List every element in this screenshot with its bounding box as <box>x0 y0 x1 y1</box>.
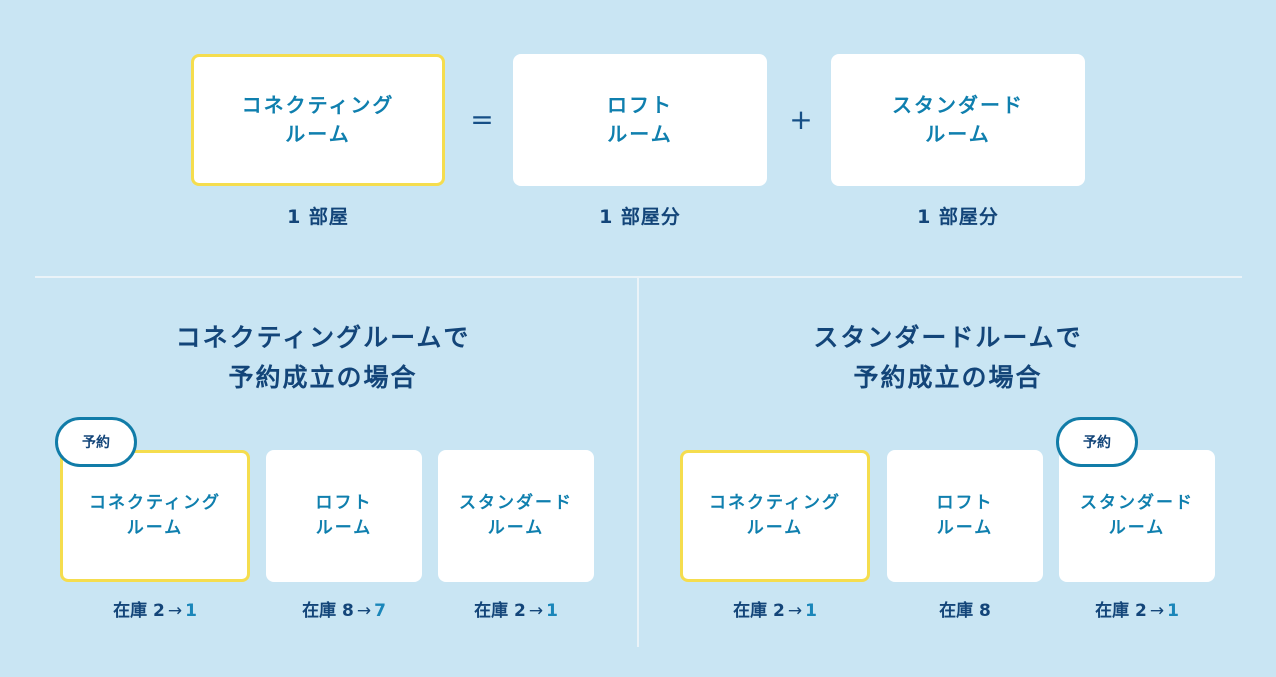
stock-change: 在庫 2→1 <box>60 596 250 621</box>
arrow-right-icon: → <box>787 601 803 621</box>
card-label-line1: ロフト <box>936 493 994 514</box>
stock-after: 1 <box>546 601 558 621</box>
stock-before: 在庫 2 <box>113 601 165 621</box>
loft-room-caption: 1 部屋分 <box>599 206 681 228</box>
section-title-line1: スタンダードルームで <box>813 323 1083 352</box>
standard-room-card: スタンダード ルーム <box>831 54 1085 186</box>
card-label-line2: ルーム <box>315 518 373 538</box>
stock-unchanged: 在庫 8 <box>887 596 1043 621</box>
loft-room-card: ロフト ルーム <box>266 450 422 582</box>
stock-after: 1 <box>185 601 197 621</box>
equals-sign: = <box>470 103 494 136</box>
stock-after: 1 <box>805 601 817 621</box>
card-label-line2: ルーム <box>607 122 673 146</box>
card-label-line1: コネクティング <box>89 493 221 514</box>
card-label-line1: スタンダード <box>459 493 573 514</box>
stock-before: 在庫 8 <box>939 601 991 621</box>
arrow-right-icon: → <box>1149 601 1165 621</box>
card-label-line1: コネクティング <box>709 493 841 514</box>
standard-room-card: スタンダード ルーム <box>438 450 594 582</box>
stock-before: 在庫 2 <box>474 601 526 621</box>
stock-after: 7 <box>374 601 386 621</box>
loft-room-card: ロフト ルーム <box>513 54 767 186</box>
loft-room-card: ロフト ルーム <box>887 450 1043 582</box>
section-title-line2: 予約成立の場合 <box>228 363 418 392</box>
card-label-line1: スタンダード <box>892 93 1024 117</box>
card-label-line2: ルーム <box>126 518 184 538</box>
reserved-badge: 予約 <box>55 417 137 467</box>
card-label-line1: ロフト <box>315 493 373 514</box>
card-label-line1: ロフト <box>607 93 673 117</box>
plus-sign: + <box>789 103 813 136</box>
reserved-badge: 予約 <box>1056 417 1138 467</box>
stock-after: 1 <box>1167 601 1179 621</box>
stock-before: 在庫 8 <box>302 601 354 621</box>
stock-change: 在庫 8→7 <box>266 596 422 621</box>
arrow-right-icon: → <box>167 601 183 621</box>
stock-change: 在庫 2→1 <box>680 596 870 621</box>
card-label-line2: ルーム <box>925 122 991 146</box>
card-label-line1: コネクティング <box>241 93 395 117</box>
vertical-divider <box>637 277 639 647</box>
connecting-room-card: コネクティング ルーム <box>60 450 250 582</box>
section-title-connecting: コネクティングルームで 予約成立の場合 <box>43 318 603 398</box>
standard-room-caption: 1 部屋分 <box>917 206 999 228</box>
connecting-room-card: コネクティング ルーム <box>680 450 870 582</box>
card-label-line2: ルーム <box>1108 518 1166 538</box>
card-label-line2: ルーム <box>936 518 994 538</box>
section-title-standard: スタンダードルームで 予約成立の場合 <box>668 318 1228 398</box>
connecting-room-card: コネクティング ルーム <box>191 54 445 186</box>
card-label-line1: スタンダード <box>1080 493 1194 514</box>
stock-change: 在庫 2→1 <box>438 596 594 621</box>
stock-before: 在庫 2 <box>1095 601 1147 621</box>
card-label-line2: ルーム <box>487 518 545 538</box>
arrow-right-icon: → <box>528 601 544 621</box>
card-label-line2: ルーム <box>746 518 804 538</box>
arrow-right-icon: → <box>356 601 372 621</box>
standard-room-card: スタンダード ルーム <box>1059 450 1215 582</box>
connecting-room-caption: 1 部屋 <box>287 206 349 228</box>
stock-change: 在庫 2→1 <box>1059 596 1215 621</box>
section-title-line1: コネクティングルームで <box>175 323 471 352</box>
card-label-line2: ルーム <box>285 122 351 146</box>
section-title-line2: 予約成立の場合 <box>853 363 1043 392</box>
stock-before: 在庫 2 <box>733 601 785 621</box>
